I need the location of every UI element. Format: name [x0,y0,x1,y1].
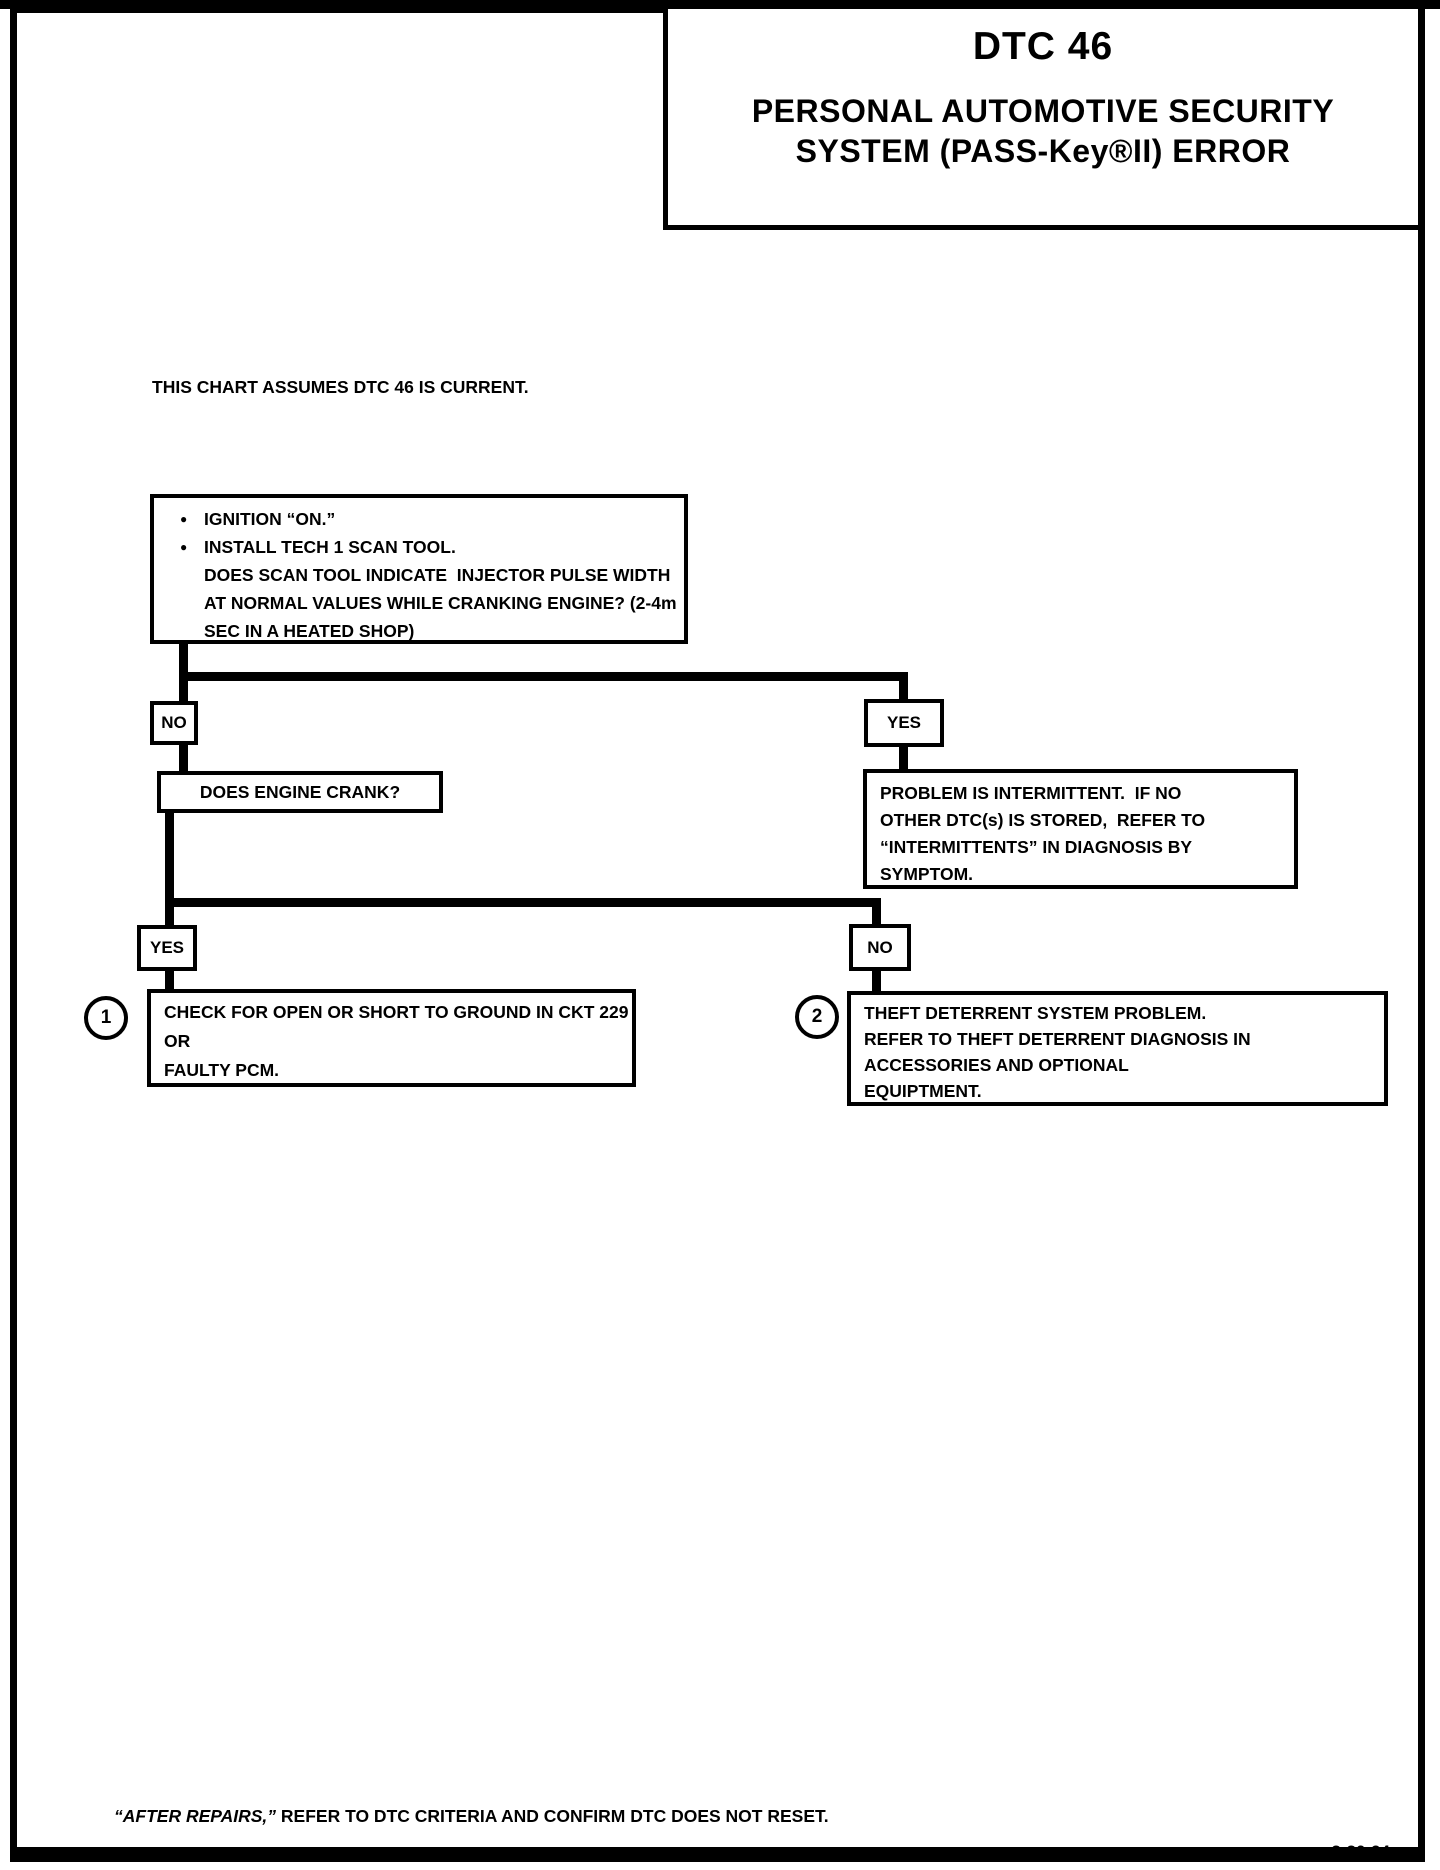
result-2-line: ACCESSORIES AND OPTIONAL [864,1055,1129,1075]
footer-instruction-text: REFER TO DTC CRITERIA AND CONFIRM DTC DO… [276,1806,829,1826]
connector-line [179,672,908,681]
footer-date: 3-30-94 [1331,1842,1390,1861]
branch2-yes-label: YES [137,925,197,971]
start-question-line: AT NORMAL VALUES WHILE CRANKING ENGINE? … [204,593,677,613]
step-2-circle: 2 [795,995,839,1039]
footer-after-repairs: “AFTER REPAIRS,” [114,1806,277,1826]
engine-crank-box: DOES ENGINE CRANK? [157,771,443,813]
footer-reference-block: 3-30-94 PS 17827 [1270,1797,1390,1870]
page-top-edge [0,0,1440,9]
intermittent-line: PROBLEM IS INTERMITTENT. IF NO [880,783,1182,803]
title-box: DTC 46 PERSONAL AUTOMOTIVE SECURITY SYST… [663,9,1418,230]
step-1-circle: 1 [84,996,128,1040]
intermittent-line: “INTERMITTENTS” IN DIAGNOSIS BY [880,837,1193,857]
bullet-icon: ● [180,540,188,554]
start-bullet-1: IGNITION “ON.” [204,509,336,529]
branch2-no-label: NO [849,924,911,971]
start-question-line: DOES SCAN TOOL INDICATE INJECTOR PULSE W… [204,565,671,585]
page-subtitle-line2: SYSTEM (PASS-Key®II) ERROR [795,133,1291,169]
result-box-2: THEFT DETERRENT SYSTEM PROBLEM. REFER TO… [847,991,1388,1106]
result-2-line: REFER TO THEFT DETERRENT DIAGNOSIS IN [864,1029,1251,1049]
bullet-icon: ● [180,512,188,526]
intermittent-line: SYMPTOM. [880,864,974,884]
result-2-line: THEFT DETERRENT SYSTEM PROBLEM. [864,1003,1207,1023]
result-1-line: OR [164,1031,191,1051]
engine-crank-question: DOES ENGINE CRANK? [199,781,401,802]
assumption-note: THIS CHART ASSUMES DTC 46 IS CURRENT. [152,377,529,397]
page-subtitle-line1: PERSONAL AUTOMOTIVE SECURITY [751,93,1335,129]
branch1-no-label: NO [150,701,198,745]
result-1-line: FAULTY PCM. [164,1060,280,1080]
page-title: DTC 46 [972,25,1114,68]
result-2-line: EQUIPTMENT. [864,1081,982,1101]
intermittent-line: OTHER DTC(s) IS STORED, REFER TO [880,810,1206,830]
result-1-line: CHECK FOR OPEN OR SHORT TO GROUND IN CKT… [164,1002,629,1022]
connector-line [165,898,881,907]
start-decision-box: ● IGNITION “ON.” ● INSTALL TECH 1 SCAN T… [150,494,688,644]
branch1-yes-label: YES [864,699,944,747]
page-border [10,6,1425,1862]
intermittent-box: PROBLEM IS INTERMITTENT. IF NO OTHER DTC… [863,769,1298,889]
start-bullet-2: INSTALL TECH 1 SCAN TOOL. [204,537,456,557]
result-box-1: CHECK FOR OPEN OR SHORT TO GROUND IN CKT… [147,989,636,1087]
footer-instruction: “AFTER REPAIRS,” REFER TO DTC CRITERIA A… [114,1806,829,1827]
start-question-line: SEC IN A HEATED SHOP) [204,621,415,641]
